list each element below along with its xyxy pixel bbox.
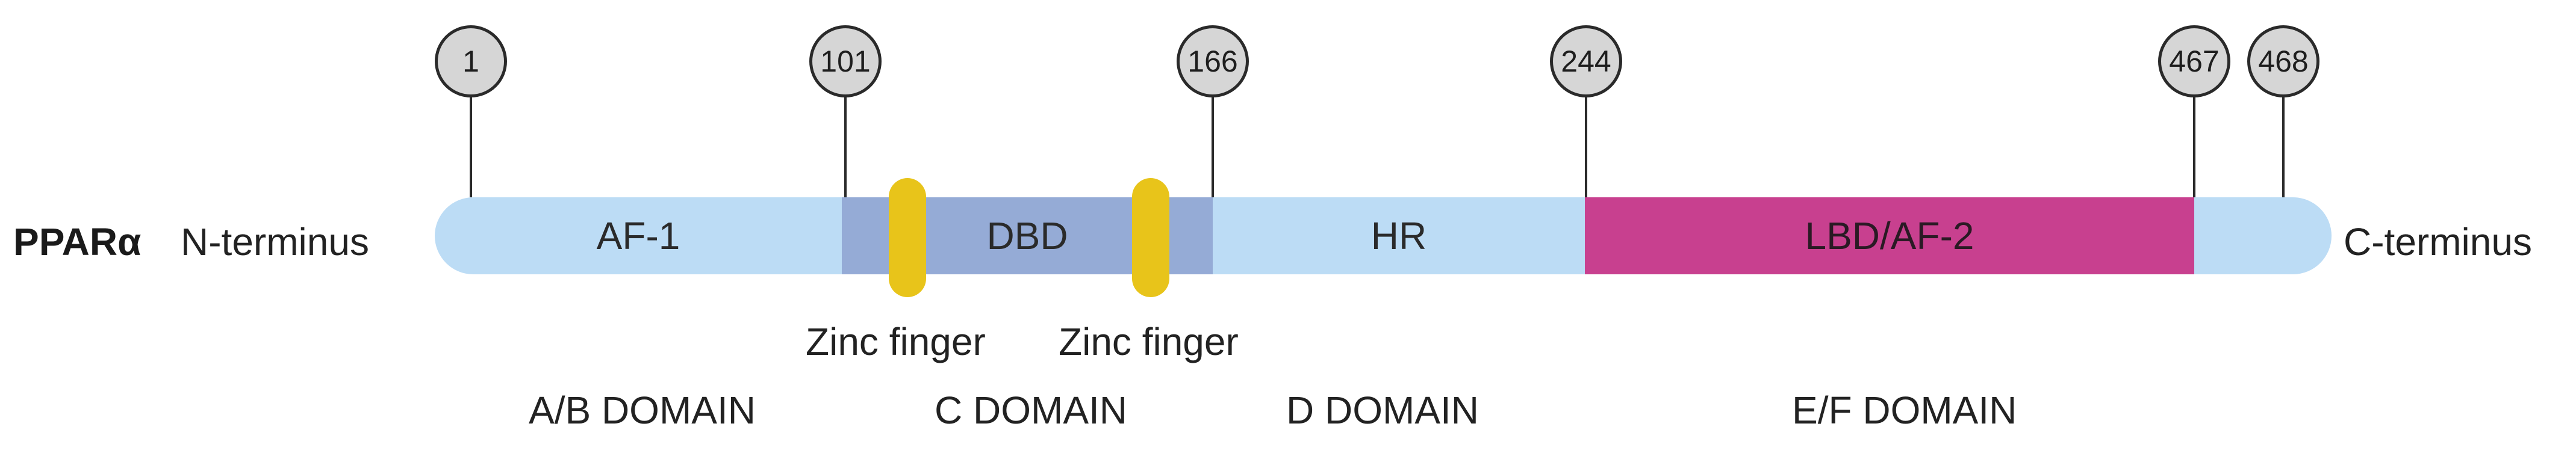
position-marker-166: 166 bbox=[1177, 25, 1249, 97]
position-marker-467: 467 bbox=[2158, 25, 2230, 97]
zinc-finger-2 bbox=[1132, 178, 1169, 297]
marker-stem bbox=[1212, 85, 1214, 197]
lbd-label: LBD/AF-2 bbox=[1805, 214, 1974, 257]
domain-label-d: D DOMAIN bbox=[1286, 389, 1479, 432]
domain-label-c: C DOMAIN bbox=[935, 389, 1127, 432]
domain-label-ef: E/F DOMAIN bbox=[1792, 389, 2017, 432]
position-marker-468: 468 bbox=[2247, 25, 2319, 97]
position-marker-244: 244 bbox=[1550, 25, 1622, 97]
af1-label: AF-1 bbox=[596, 214, 680, 257]
marker-stem bbox=[844, 85, 847, 197]
lbd-segment bbox=[1585, 197, 2194, 274]
position-marker-1: 1 bbox=[435, 25, 507, 97]
zinc-finger-label-2: Zinc finger bbox=[1059, 320, 1239, 363]
marker-stem bbox=[470, 85, 472, 197]
marker-stem bbox=[2193, 85, 2195, 197]
n-terminus-label: N-terminus bbox=[181, 220, 369, 263]
domain-label-ab: A/B DOMAIN bbox=[529, 389, 756, 432]
position-marker-101: 101 bbox=[809, 25, 882, 97]
marker-stem bbox=[1585, 85, 1587, 197]
hr-label: HR bbox=[1370, 214, 1427, 257]
marker-stem bbox=[2282, 85, 2285, 197]
zinc-finger-1 bbox=[889, 178, 926, 297]
c-terminus-label: C-terminus bbox=[2344, 220, 2532, 263]
dbd-label: DBD bbox=[986, 214, 1068, 257]
protein-name: PPARα bbox=[13, 220, 142, 263]
zinc-finger-label-1: Zinc finger bbox=[806, 320, 986, 363]
